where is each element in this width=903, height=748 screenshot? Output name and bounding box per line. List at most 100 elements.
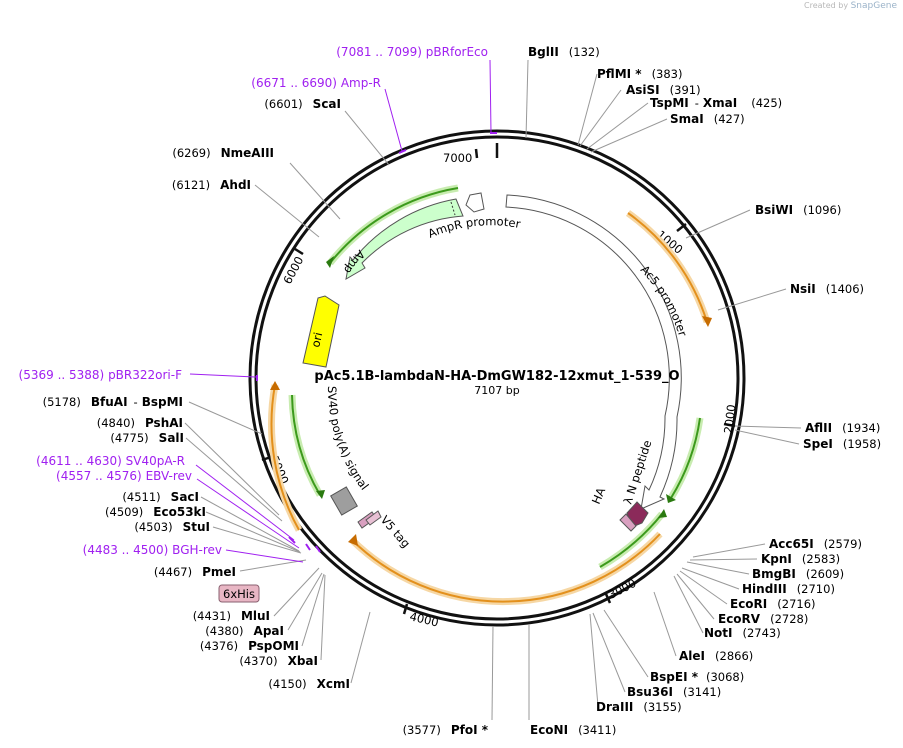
orf-arrowhead-lower-green <box>658 509 667 518</box>
orf-arc-bottom-orange-core <box>351 533 661 603</box>
connector-mlui <box>273 567 320 617</box>
orf-arc-top-green-core <box>329 187 459 264</box>
tick-5000 <box>261 455 272 462</box>
orf-arc-left-green-core <box>291 394 321 496</box>
site-tspmi-xmai: TspMI-XmaI(425) <box>650 96 782 110</box>
orf-arc-left-orange-core <box>270 384 300 531</box>
primer-labels: (7081 .. 7099) pBRforEco (6671 .. 6690) … <box>19 45 488 557</box>
primer-connector-pbrforeco <box>489 59 496 134</box>
primer-pbr322ori-f: (5369 .. 5388) pBR322ori-F <box>19 368 183 382</box>
sv40-polya-box <box>330 486 358 516</box>
tick-6000 <box>294 247 304 256</box>
primer-connector-bgh <box>225 549 304 563</box>
created-by-badge: Created by SnapGene <box>804 1 897 11</box>
site-pshai: (4840)PshAI <box>97 416 183 430</box>
plasmid-length: 7107 bp <box>474 384 519 397</box>
orf-arrowhead-right <box>702 316 712 327</box>
site-ahdi: (6121)AhdI <box>172 178 251 192</box>
site-noti: NotI(2743) <box>704 626 781 640</box>
site-bmgbi: BmgBI(2609) <box>752 567 844 581</box>
connector-pspomi <box>301 573 325 647</box>
connector-smai <box>590 118 668 153</box>
connector-tspmi <box>586 102 649 150</box>
tick-label-6000: 6000 <box>280 254 306 286</box>
site-bsiwi: BsiWI(1096) <box>755 203 841 217</box>
orf-arc-right-green-core <box>670 417 701 499</box>
primer-sv40pa-r: (4611 .. 4630) SV40pA-R <box>36 454 185 468</box>
v5-tag-arrow-2 <box>365 510 382 526</box>
site-ecori: EcoRI(2716) <box>730 597 816 611</box>
connector-ecori <box>679 570 728 605</box>
site-bfuai-bspmi: (5178)BfuAI-BspMI <box>43 395 183 409</box>
primer-ebv-rev: (4557 .. 4576) EBV-rev <box>56 469 192 483</box>
tick-1000 <box>676 223 687 232</box>
ori-arrow <box>302 295 340 368</box>
orf-arcs <box>268 184 711 606</box>
connector-xcmi <box>350 611 371 684</box>
primer-marks <box>256 132 497 553</box>
connector-acc65i <box>692 543 766 558</box>
plasmid-title: pAc5.1B-lambdaN-HA-DmGW182-12xmut_1-539_… <box>314 369 679 384</box>
site-alei: AleI(2866) <box>679 649 753 663</box>
primer-connector-sv40pa <box>195 464 295 541</box>
connector-ecorv <box>676 573 715 620</box>
site-hindiii: HindIII(2710) <box>742 582 835 596</box>
primer-mark-sv40pa <box>288 536 296 544</box>
tick-label-3000: 3000 <box>606 576 638 602</box>
tick-4000 <box>402 603 409 615</box>
site-mlui: (4431)MluI <box>193 609 270 623</box>
ac5-promoter-arrow <box>505 194 682 510</box>
snapgene-logo: SnapGene <box>850 1 897 11</box>
connector-hindiii <box>681 567 740 590</box>
site-acc65i: Acc65I(2579) <box>769 537 862 551</box>
connector-xbai <box>320 574 326 661</box>
site-labels-left: (3577)PfoI * (4150)XcmI (4370)XbaI (4376… <box>43 97 489 737</box>
connector-spei <box>734 429 800 445</box>
primer-mark-ebv <box>305 543 311 551</box>
tick-label-7000: 7000 <box>443 151 472 165</box>
orf-arrowheads <box>270 256 712 546</box>
site-apai: (4380)ApaI <box>205 624 284 638</box>
orf-arc-right-orange-core <box>627 212 708 323</box>
ori-label: ori <box>308 331 325 349</box>
site-nsii: NsiI(1406) <box>790 282 864 296</box>
orf-arc-left-green <box>288 394 324 497</box>
connector-asisi <box>579 89 622 147</box>
connector-apai <box>287 572 323 631</box>
site-pmei: (4467)PmeI <box>154 565 236 579</box>
site-sali: (4775)SalI <box>110 431 184 445</box>
site-asisi: AsiSI(391) <box>626 83 701 97</box>
sv40-polya-label: SV40 poly(A) signal <box>325 386 372 493</box>
tick-2000 <box>723 422 736 428</box>
site-draiii: DraIII(3155) <box>596 700 682 714</box>
connector-alei <box>653 591 677 657</box>
site-scai: (6601)ScaI <box>264 97 341 111</box>
backbone-outer <box>248 129 746 627</box>
connector-nmeaiii <box>289 162 341 220</box>
ampr-arrow <box>345 198 464 280</box>
tick-3000 <box>604 593 612 604</box>
site-pspomi: (4376)PspOMI <box>200 639 299 653</box>
tick-label-4000: 4000 <box>408 609 440 629</box>
connector-scai <box>344 110 390 166</box>
site-kpni: KpnI(2583) <box>761 552 840 566</box>
site-ecorv: EcoRV(2728) <box>718 612 808 626</box>
connector-nsii <box>717 288 787 311</box>
primer-bgh-rev: (4483 .. 4500) BGH-rev <box>83 543 222 557</box>
site-xbai: (4370)XbaI <box>239 654 318 668</box>
orf-arrowhead-right-green <box>666 494 676 503</box>
connector-pfoi <box>491 625 494 721</box>
primer-pbrforeco: (7081 .. 7099) pBRforEco <box>336 45 488 59</box>
tick-label-2000: 2000 <box>721 404 738 435</box>
connector-pmei <box>239 559 307 572</box>
primer-connector-pbr322ori <box>189 373 257 378</box>
connector-draiii <box>589 613 599 707</box>
primer-amp-r: (6671 .. 6690) Amp-R <box>251 76 381 90</box>
connector-kpni <box>689 558 758 561</box>
connector-sali <box>185 437 283 522</box>
site-xcmi: (4150)XcmI <box>268 677 350 691</box>
ampr-label: AmpR <box>0 0 368 276</box>
connector-bglii <box>525 59 529 139</box>
connector-ahdi <box>254 184 320 238</box>
